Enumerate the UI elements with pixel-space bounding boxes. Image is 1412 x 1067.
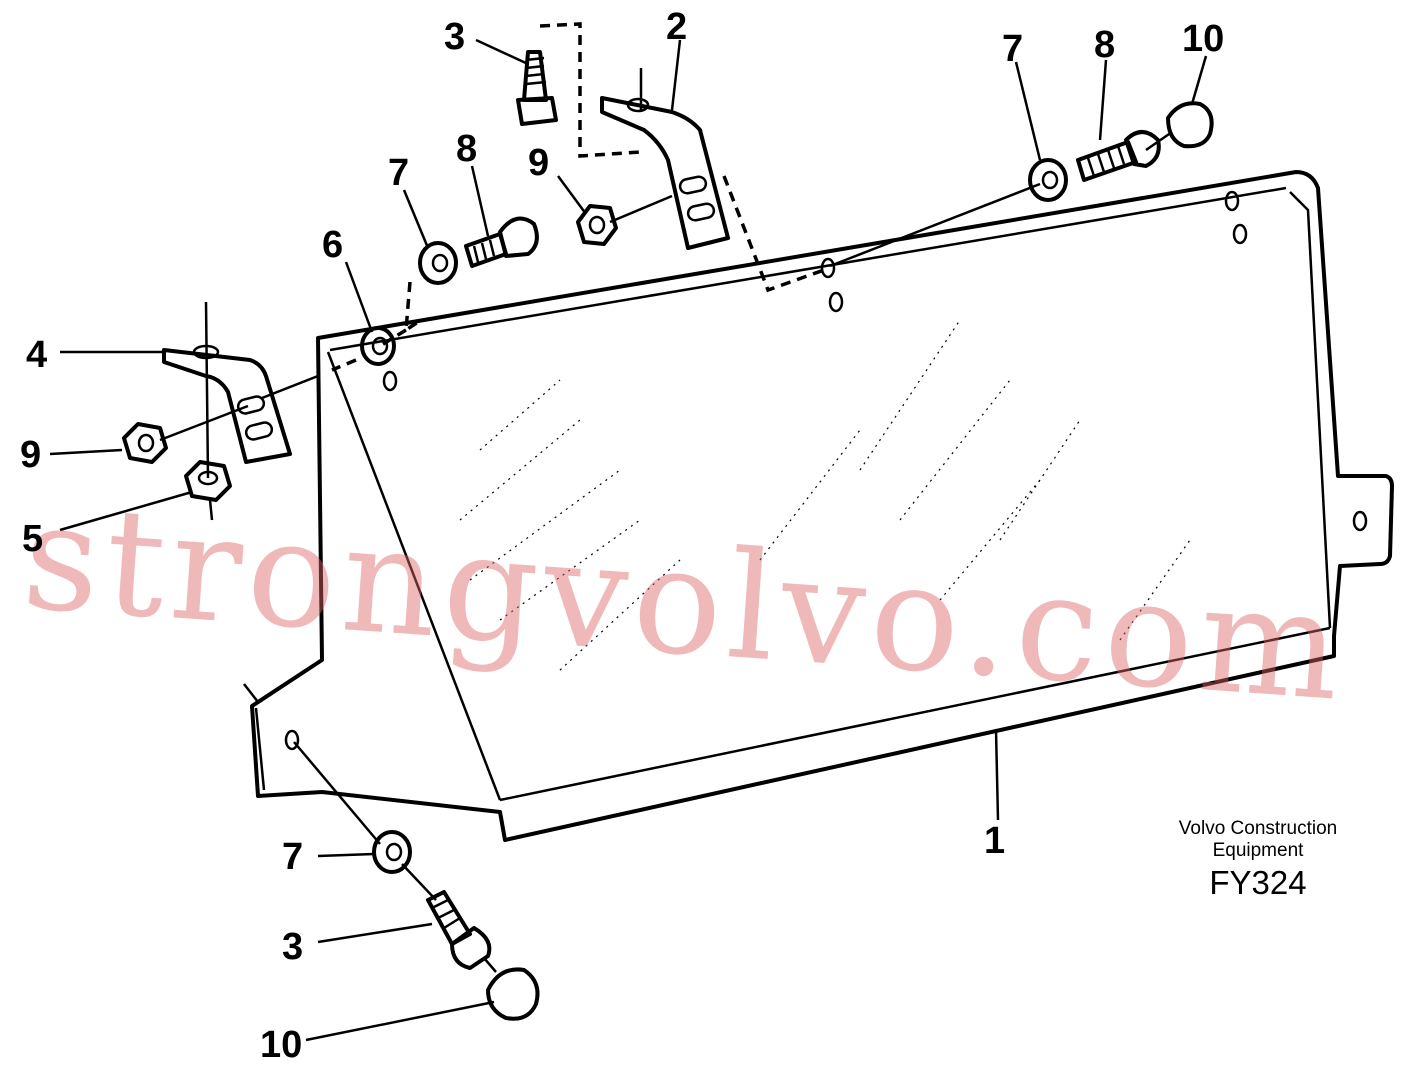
callout-1: 1 (984, 820, 1006, 862)
credit-line-1: Volvo Construction (1178, 818, 1338, 839)
callout-10-bottom: 10 (260, 1024, 303, 1066)
credit-block: Volvo Construction Equipment FY324 (1150, 818, 1366, 902)
washer-6 (360, 326, 396, 366)
nut-9-mid (576, 204, 618, 246)
bolt-8-mid (464, 216, 539, 268)
leader-lines (49, 38, 1208, 1042)
figure-code: FY324 (1209, 864, 1307, 901)
callout-4: 4 (26, 334, 48, 376)
callout-9-left: 9 (20, 434, 42, 476)
callout-3-top: 3 (444, 16, 466, 58)
nut-9-left (122, 422, 168, 464)
credit-line-2: Equipment (1212, 840, 1304, 861)
bolt-3-top (516, 50, 558, 126)
cap-10-right (1166, 101, 1214, 149)
line-nut9-bracket2 (609, 194, 673, 224)
callout-8-right: 8 (1094, 24, 1116, 66)
washer-7-right (1028, 158, 1068, 202)
callout-10-right: 10 (1182, 18, 1225, 60)
bolt-3-bottom (426, 890, 492, 970)
dash-bracket4-plate (331, 358, 357, 372)
callout-7-bottom: 7 (282, 836, 304, 878)
callout-9-mid: 9 (528, 142, 550, 184)
nut-5 (184, 460, 232, 502)
cap-10-bottom (486, 967, 540, 1021)
guard-plate (243, 170, 1394, 842)
line-bracket4-plate (261, 374, 319, 400)
line-plate-washer7 (293, 741, 381, 845)
callout-5: 5 (22, 518, 44, 560)
callout-6: 6 (322, 224, 344, 266)
callout-2: 2 (666, 6, 688, 48)
bracket-2 (600, 68, 730, 250)
dash-bracket-to-plate (722, 175, 825, 293)
washer-7-bottom (372, 830, 412, 874)
callout-8-mid: 8 (456, 128, 478, 170)
callout-7-mid: 7 (388, 152, 410, 194)
line-nut5-tail (208, 499, 214, 521)
bolt-8-right (1076, 130, 1161, 182)
callout-3-bottom: 3 (282, 926, 304, 968)
line-nut9-bracket4 (159, 404, 249, 442)
dash-bolt-to-bracket (539, 22, 641, 158)
line-bolt3-cap10 (483, 957, 497, 973)
line-washer7-bolt3 (401, 863, 437, 901)
bracket-4 (162, 301, 292, 479)
callout-7-right: 7 (1002, 28, 1024, 70)
line-cap10-bolt8 (1145, 130, 1173, 152)
line-washer7-plate (829, 182, 1041, 268)
dash-washer-to-plate (379, 281, 419, 348)
washer-7-mid (418, 241, 458, 285)
